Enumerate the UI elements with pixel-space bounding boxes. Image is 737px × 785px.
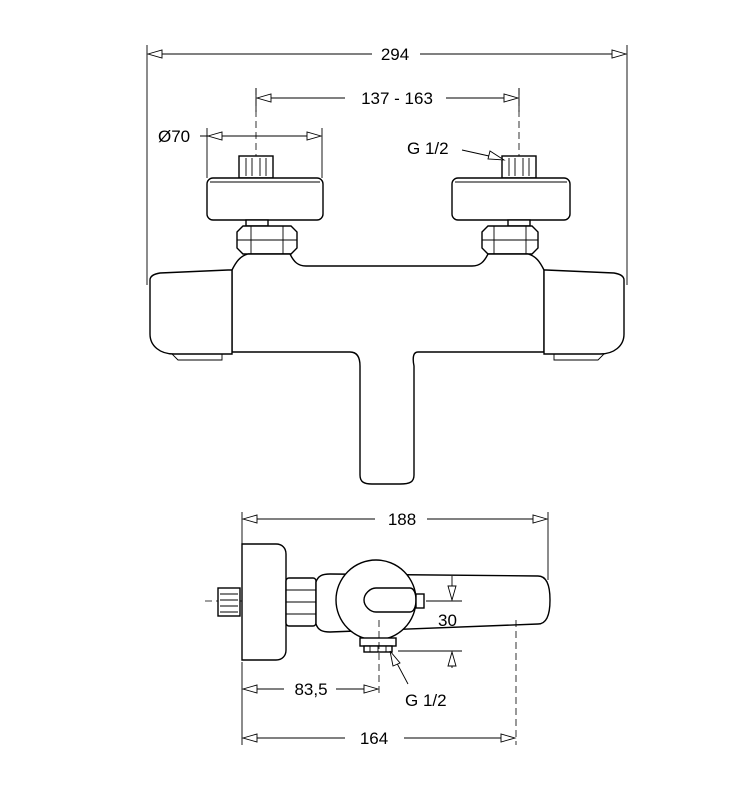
bottom-outlet	[359, 637, 397, 653]
center-distance-label: 137 - 163	[361, 89, 433, 108]
base-depth-label: 164	[360, 729, 388, 748]
inlet-thread-label: G 1/2	[407, 139, 449, 158]
outlet-thread-callout: G 1/2	[389, 650, 447, 710]
outlet-offset-label: 83,5	[294, 680, 327, 699]
wall-thread	[217, 587, 241, 617]
inlet-thread-callout: G 1/2	[407, 139, 506, 161]
dimension-outlet-offset: 83,5	[241, 662, 380, 745]
outlet-thread-label: G 1/2	[405, 691, 447, 710]
dimension-base-depth: 164	[241, 729, 517, 748]
dimension-flange-diameter: Ø70	[158, 127, 323, 178]
valve-body	[149, 253, 625, 485]
dimension-center-distance: 137 - 163	[255, 88, 520, 112]
left-inlet-connector	[206, 155, 324, 255]
flange-side	[241, 543, 287, 661]
dimension-overall-width: 294	[146, 45, 628, 285]
outlet-height-label: 30	[438, 611, 457, 630]
hex-nut-side	[285, 577, 317, 627]
overall-width-label: 294	[381, 45, 409, 64]
depth-label: 188	[388, 510, 416, 529]
side-view: 188	[205, 510, 551, 748]
handle-side	[335, 559, 425, 641]
dimension-depth: 188	[241, 510, 549, 580]
flange-diameter-label: Ø70	[158, 127, 190, 146]
dimension-outlet-height: 30	[398, 576, 462, 668]
right-inlet-connector	[451, 155, 571, 255]
front-view: 294 137 - 163 Ø70	[146, 45, 628, 485]
